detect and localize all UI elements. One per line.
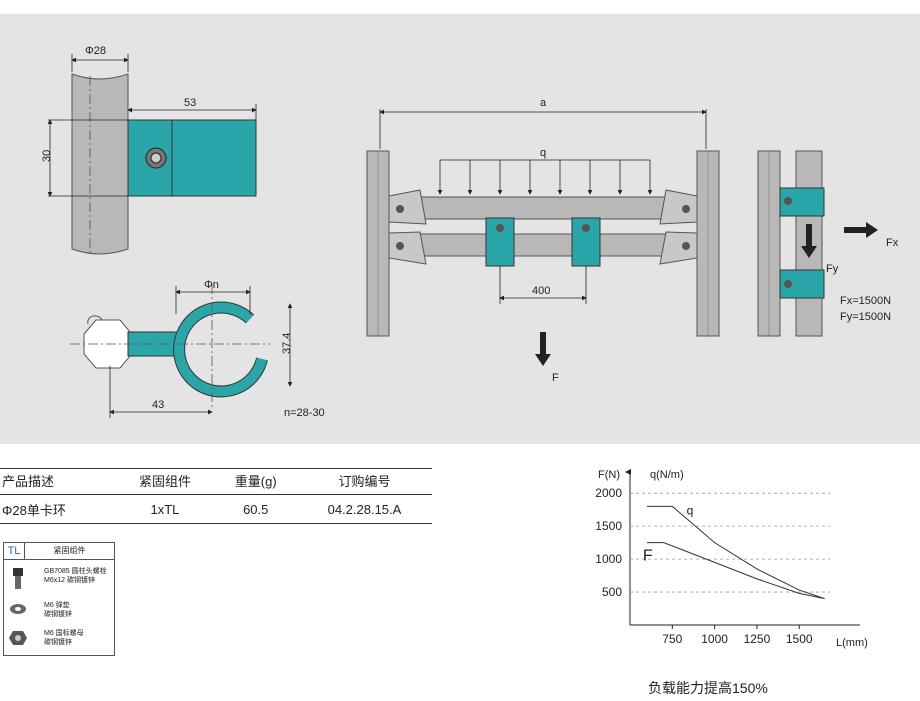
x-tick-label: 1500: [786, 632, 813, 646]
dim-a: a: [540, 97, 547, 109]
fastener-item: GB7085 圆柱头螺栓 M6x12 碳钢镀锌: [4, 565, 114, 591]
spec-cell: 04.2.28.15.A: [296, 494, 432, 524]
load-chart-svg: F(N) q(N/m) L(mm) 500 1000 1500 2000 750 1000…: [595, 469, 868, 649]
y-tick-label: 1500: [595, 519, 622, 533]
technical-drawing: Φ28 53 30 Φn 37.4 43 n=28-30: [41, 45, 899, 419]
spec-header: 紧固组件: [115, 468, 215, 495]
fastener-line1: M6 国标螺母: [44, 630, 84, 637]
load-capacity-caption: 负载能力提高150%: [648, 680, 768, 696]
side-load-view: Fx Fy Fx=1500N Fy=1500N: [757, 150, 899, 337]
spec-table: 产品描述 紧固组件 重量(g) 订购编号 Φ28单卡环 1xTL 60.5 04…: [0, 468, 432, 524]
n-range: n=28-30: [284, 407, 325, 419]
force-f: F: [552, 372, 559, 384]
chart-ylabel-f: F(N): [598, 469, 620, 481]
dim-30: 30: [41, 150, 53, 162]
dim-phin: Φn: [204, 279, 219, 291]
clamp-arm: [127, 331, 179, 357]
x-tick-label: 750: [662, 632, 682, 646]
upper-bar: [399, 196, 691, 220]
spec-header: 产品描述: [0, 468, 116, 495]
force-fy-arrow: [801, 224, 817, 258]
x-tick-label: 1000: [701, 632, 728, 646]
spec-header-row: 产品描述 紧固组件 重量(g) 订购编号: [0, 468, 432, 495]
chart-xlabel: L(mm): [836, 637, 868, 649]
washer-icon: [10, 604, 26, 614]
fastener-item: M6 国标螺母碳钢镀锌: [4, 627, 114, 653]
force-f-arrow: [535, 332, 551, 366]
assembly-view: a q 400 F: [366, 97, 720, 384]
series-label: q: [687, 503, 694, 517]
spec-header: 重量(g): [214, 468, 297, 495]
fastener-line2: 碳钢镀锌: [44, 639, 72, 646]
clamp-ring: [174, 302, 267, 397]
vertical-tube: [71, 73, 129, 255]
spec-cell: 60.5: [214, 494, 297, 524]
y-tick-label: 500: [602, 585, 622, 599]
table-row: Φ28单卡环 1xTL 60.5 04.2.28.15.A: [0, 494, 432, 524]
x-tick-label: 1250: [744, 632, 771, 646]
spec-header: 订购编号: [296, 468, 432, 495]
top-view: Φn 37.4 43 n=28-30: [70, 279, 325, 419]
side-view: Φ28 53 30: [41, 45, 257, 255]
spec-cell: 1xTL: [115, 494, 215, 524]
bolt-icon: [13, 568, 23, 589]
chart-ylabel-q: q(N/m): [650, 469, 684, 481]
spec-cell: Φ28单卡环: [0, 494, 116, 524]
fastener-kit-box: TL 紧固组件 GB7085 圆柱头螺栓 M6x12 碳钢镀锌 M6 弹垫碳钢镀锌…: [3, 542, 115, 656]
load-chart: F(N) q(N/m) L(mm) 500 1000 1500 2000 750 1000…: [590, 460, 890, 660]
fastener-title: 紧固组件: [53, 546, 86, 555]
force-fy: Fy: [826, 263, 839, 275]
series-label: F: [643, 548, 653, 565]
load-q: q: [540, 147, 546, 159]
dim-53: 53: [184, 97, 196, 109]
technical-drawing-panel: Φ28 53 30 Φn 37.4 43 n=28-30: [0, 14, 920, 444]
force-fx: Fx: [886, 237, 899, 249]
force-fy-value: Fy=1500N: [840, 311, 891, 323]
dim-43: 43: [152, 399, 164, 411]
fastener-line2: M6x12 碳钢镀锌: [44, 577, 95, 584]
fastener-line1: M6 弹垫: [44, 602, 70, 609]
series-line-q: [646, 505, 825, 600]
dim-37-4: 37.4: [281, 333, 293, 354]
series-line-F: [646, 542, 825, 600]
fastener-line1: GB7085 圆柱头螺栓: [44, 568, 107, 575]
fastener-code: TL: [4, 543, 25, 559]
force-fx-arrow: [844, 222, 878, 238]
fastener-item: M6 弹垫碳钢镀锌: [4, 599, 114, 625]
force-fx-value: Fx=1500N: [840, 295, 891, 307]
fastener-header: TL 紧固组件: [4, 543, 114, 560]
dim-phi28: Φ28: [85, 45, 106, 57]
y-tick-label: 1000: [595, 552, 622, 566]
fastener-line2: 碳钢镀锌: [44, 611, 72, 618]
y-tick-label: 2000: [595, 486, 622, 500]
dim-400: 400: [532, 285, 550, 297]
nut-icon: [9, 631, 27, 645]
lower-bar: [399, 233, 691, 257]
